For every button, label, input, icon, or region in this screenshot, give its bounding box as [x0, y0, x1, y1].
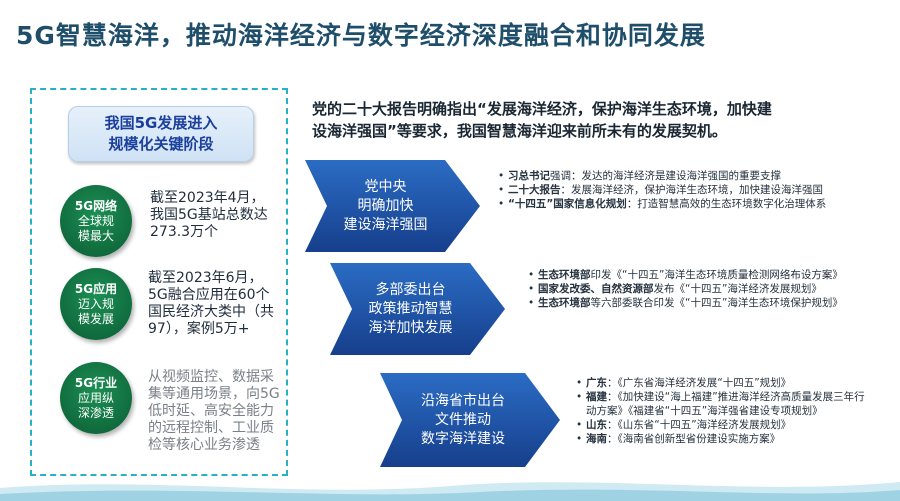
stat-line: 国民经济大类中（共 — [148, 304, 274, 320]
list-item: 福建：《加快建设“海上福建”推进海洋经济高质量发展三年行动方案》《福建省“十四五… — [576, 390, 866, 418]
stat-network: 截至2023年4月， 我国5G基站总数达 273.3万个 — [150, 190, 268, 241]
arrow-line: 文件推动 — [435, 411, 491, 428]
list-item: 二十大报告：发展海洋经济，保护海洋生态环境，加快建设海洋强国 — [498, 183, 858, 197]
bottom-wave-decoration — [0, 482, 900, 501]
arrow-line: 多部委出台 — [375, 281, 446, 298]
stat-line: 截至2023年6月， — [148, 270, 263, 286]
arrow-line: 沿海省市出台 — [421, 392, 505, 409]
circle-label: 深渗透 — [77, 405, 114, 420]
list-item: 习总书记强调：发达的海洋经济是建设海洋强国的重要支撑 — [498, 169, 858, 183]
stat-line: 97），案例5万+ — [148, 321, 250, 337]
stat-line: 我国5G基站总数达 — [150, 207, 268, 223]
bullets-provinces: 广东：《广东省海洋经济发展“十四五”规划》 福建：《加快建设“海上福建”推进海洋… — [576, 376, 866, 446]
circle-label: 模最大 — [77, 228, 114, 243]
arrow-line: 政策推动智慧 — [368, 300, 453, 317]
stage-title-box: 我国5G发展进入 规模化关键阶段 — [68, 106, 254, 162]
arrow-shape — [305, 160, 480, 252]
circle-label: 模发展 — [77, 311, 114, 326]
list-item: “十四五”国家信息化规划：打造智慧高效的生态环境数字化治理体系 — [498, 197, 858, 211]
circle-label: 5G网络 — [74, 198, 118, 213]
stage-title-line2: 规模化关键阶段 — [108, 135, 214, 153]
circle-label: 应用纵 — [77, 390, 114, 405]
arrow-shape — [380, 373, 560, 467]
bullets-central: 习总书记强调：发达的海洋经济是建设海洋强国的重要支撑 二十大报告：发展海洋经济，… — [498, 169, 858, 211]
list-item: 生态环境部等六部委联合印发《“十四五”海洋生态环境保护规划》 — [528, 296, 858, 310]
circle-label: 5G行业 — [74, 375, 118, 390]
list-item: 海南：《海南省创新型省份建设实施方案》 — [576, 432, 866, 446]
stat-line: 从视频监控、数据采 — [148, 369, 274, 385]
stat-application: 截至2023年6月， 5G融合应用在60个 国民经济大类中（共 97），案例5万… — [148, 270, 274, 338]
arrow-central-government: 党中央 明确加快 建设海洋强国 — [305, 160, 480, 252]
arrow-line: 海洋加快发展 — [368, 319, 453, 336]
intro-line: 设海洋强国”等要求，我国智慧海洋迎来前所未有的发展契机。 — [312, 122, 727, 140]
intro-text: 党的二十大报告明确指出“发展海洋经济，保护海洋生态环境，加快建 设海洋强国”等要… — [312, 98, 872, 142]
5g-industry-circle: 5G行业 应用纵 深渗透 — [60, 362, 132, 434]
5g-network-circle: 5G网络 全球规 模最大 — [60, 185, 132, 257]
arrow-line: 建设海洋强国 — [343, 216, 428, 233]
list-item: 国家发改委、自然资源部发布《“十四五”海洋经济发展规划》 — [528, 282, 858, 296]
list-item: 山东：《山东省“十四五”海洋经济发展规划》 — [576, 418, 866, 432]
arrow-line: 数字海洋建设 — [421, 430, 505, 447]
bullets-ministries: 生态环境部印发《“十四五”海洋生态环境质量检测网络布设方案》 国家发改委、自然资… — [528, 268, 858, 310]
arrow-ministries: 多部委出台 政策推动智慧 海洋加快发展 — [330, 263, 505, 355]
arrow-line: 明确加快 — [357, 197, 414, 214]
stat-line: 集等通用场景，向5G — [148, 386, 280, 402]
stat-line: 截至2023年4月， — [150, 190, 265, 206]
list-item: 广东：《广东省海洋经济发展“十四五”规划》 — [576, 376, 866, 390]
circle-label: 全球规 — [77, 213, 114, 228]
arrow-coastal-provinces: 沿海省市出台 文件推动 数字海洋建设 — [380, 373, 560, 467]
stat-line: 5G融合应用在60个 — [148, 287, 270, 303]
intro-line: 党的二十大报告明确指出“发展海洋经济，保护海洋生态环境，加快建 — [312, 100, 772, 118]
stat-line: 273.3万个 — [150, 224, 219, 240]
arrow-shape — [330, 263, 505, 355]
stage-title-line1: 我国5G发展进入 — [104, 114, 218, 132]
circle-label: 5G应用 — [74, 281, 118, 296]
arrow-line: 党中央 — [364, 178, 407, 195]
5g-application-circle: 5G应用 迈入规 模发展 — [60, 268, 132, 340]
stat-line: 检等核心业务渗透 — [148, 437, 260, 453]
stat-line: 的远程控制、工业质 — [148, 420, 274, 436]
page-title: 5G智慧海洋，推动海洋经济与数字经济深度融合和协同发展 — [16, 21, 706, 50]
stat-line: 低时延、高安全能力 — [148, 403, 274, 419]
circle-label: 迈入规 — [77, 296, 114, 311]
left-panel — [30, 88, 288, 476]
stat-industry: 从视频监控、数据采 集等通用场景，向5G 低时延、高安全能力 的远程控制、工业质… — [148, 369, 280, 454]
list-item: 生态环境部印发《“十四五”海洋生态环境质量检测网络布设方案》 — [528, 268, 858, 282]
